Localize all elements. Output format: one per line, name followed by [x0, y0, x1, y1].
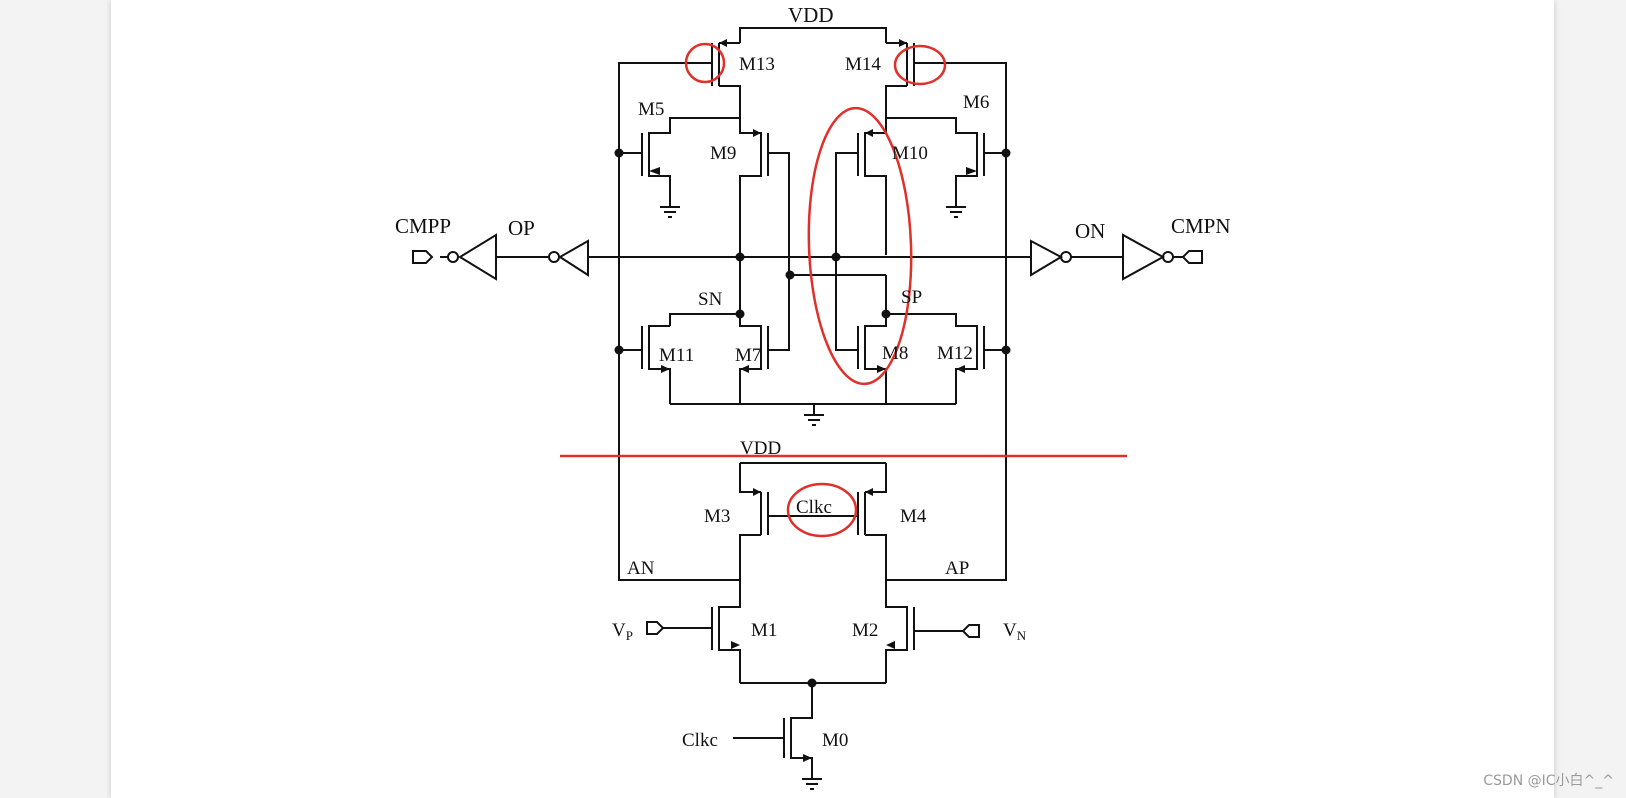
labels: VDD M13 M14 M5 M6 M9 M10 CMPP OP ON CMPN… — [395, 3, 1231, 751]
document-page — [111, 0, 1554, 798]
m6-label: M6 — [963, 92, 989, 113]
m4-label: M4 — [900, 506, 927, 527]
m1-label: M1 — [751, 620, 777, 641]
m0-label: M0 — [822, 730, 848, 751]
clkc-tail-label: Clkc — [682, 730, 718, 751]
sp-label: SP — [901, 287, 922, 308]
wiring — [412, 27, 1203, 790]
highlight-clkc — [786, 482, 858, 538]
vn-label: VN — [1003, 620, 1027, 643]
m13-label: M13 — [739, 54, 775, 75]
cmpn-label: CMPN — [1171, 214, 1231, 238]
vdd-mid-label: VDD — [740, 438, 781, 459]
highlight-m10-m8 — [807, 106, 913, 386]
op-label: OP — [508, 216, 535, 240]
m11-label: M11 — [659, 345, 694, 366]
m9-label: M9 — [710, 143, 736, 164]
m5-label: M5 — [638, 99, 664, 120]
m8-label: M8 — [882, 343, 908, 364]
highlight-m13-gate — [684, 42, 726, 84]
m12-label: M12 — [937, 343, 973, 364]
m14-label: M14 — [845, 54, 881, 75]
m2-label: M2 — [852, 620, 878, 641]
highlight-annotations — [560, 42, 1127, 538]
highlight-m14-gate — [893, 44, 947, 86]
m3-label: M3 — [704, 506, 730, 527]
on-label: ON — [1075, 219, 1105, 243]
watermark: CSDN @IC小白^_^ — [1483, 773, 1614, 789]
m10-label: M10 — [892, 143, 928, 164]
an-label: AN — [627, 558, 655, 579]
cmpp-label: CMPP — [395, 214, 451, 238]
sn-label: SN — [698, 289, 723, 310]
ap-label: AP — [945, 558, 969, 579]
vp-label: VP — [612, 620, 633, 643]
clkc-gate-label: Clkc — [796, 497, 832, 518]
m7-label: M7 — [735, 345, 761, 366]
vdd-top-label: VDD — [788, 3, 834, 27]
junction-dots — [614, 148, 1011, 688]
